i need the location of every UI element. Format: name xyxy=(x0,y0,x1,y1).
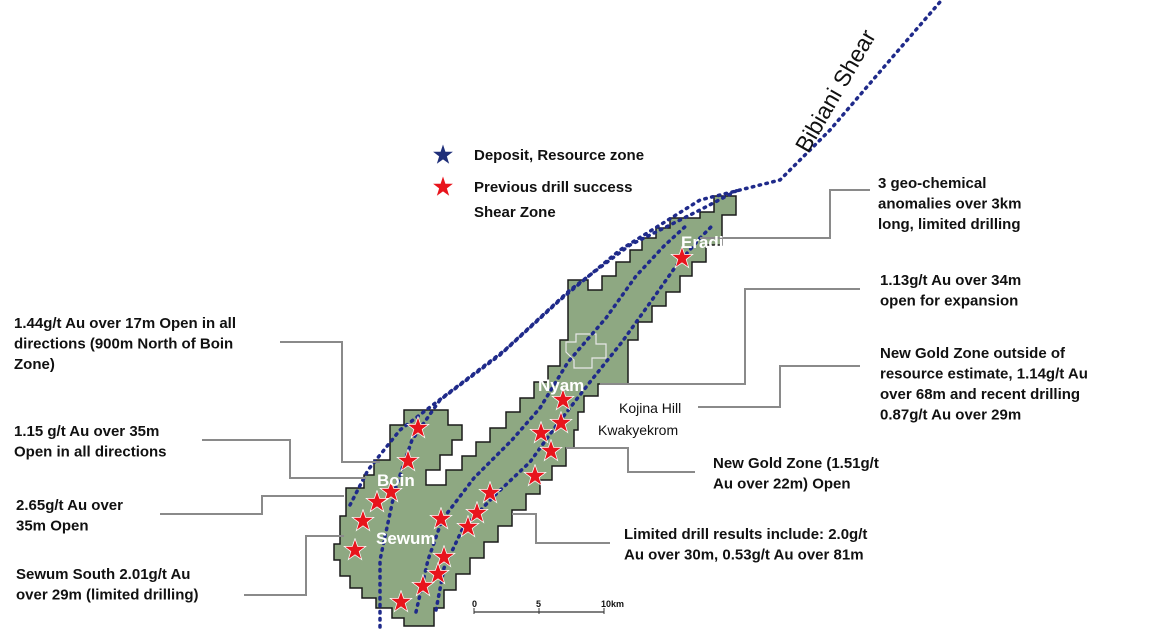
annotation-line: 35m Open xyxy=(16,518,89,535)
place-label-eradi: Eradi xyxy=(681,233,724,252)
legend-drill-star-icon xyxy=(433,176,453,196)
annotations: 3 geo-chemical anomalies over 3km long, li… xyxy=(14,175,1088,604)
annotation-sewum-south: Sewum South 2.01g/t Au over 29m (limited … xyxy=(16,566,199,604)
annotation-north-boin: 1.44g/t Au over 17m Open in all direction… xyxy=(14,315,236,373)
scale-bar-label-10km: 10km xyxy=(601,599,624,609)
scale-bar-label-0: 0 xyxy=(472,599,477,609)
annotation-line: New Gold Zone outside of xyxy=(880,345,1066,362)
town-label-kojina-hill: Kojina Hill xyxy=(619,400,681,416)
annotation-limited-drill: Limited drill results include: 2.0g/t Au … xyxy=(624,526,867,564)
leader-boin-open xyxy=(160,495,344,515)
annotation-line: over 68m and recent drilling xyxy=(880,386,1080,403)
place-label-nyam: Nyam xyxy=(538,376,584,395)
annotation-line: Limited drill results include: 2.0g/t xyxy=(624,526,867,543)
leader-nyam-expansion xyxy=(600,288,860,385)
annotation-line: 2.65g/t Au over xyxy=(16,497,123,514)
annotation-new-gold-zone-outside: New Gold Zone outside of resource estimat… xyxy=(880,345,1088,424)
bibiani-shear-label: Bibiani Shear xyxy=(790,25,881,157)
annotation-line: anomalies over 3km xyxy=(878,196,1021,213)
legend-drill-label: Previous drill success xyxy=(474,179,632,196)
annotation-line: open for expansion xyxy=(880,293,1018,310)
annotation-line: 3 geo-chemical xyxy=(878,175,986,192)
annotation-new-gold-zone: New Gold Zone (1.51g/t Au over 22m) Open xyxy=(713,455,879,493)
annotation-eradi: 3 geo-chemical anomalies over 3km long, li… xyxy=(878,175,1021,233)
annotation-line: Au over 22m) Open xyxy=(713,476,851,493)
annotation-line: Au over 30m, 0.53g/t Au over 81m xyxy=(624,547,864,564)
west-shear-line xyxy=(348,188,740,507)
annotation-line: New Gold Zone (1.51g/t xyxy=(713,455,879,472)
leader-eradi xyxy=(700,189,870,239)
annotation-boin-open: 2.65g/t Au over 35m Open xyxy=(16,497,123,535)
place-label-boin: Boin xyxy=(377,471,415,490)
annotation-line: over 29m (limited drilling) xyxy=(16,587,199,604)
leader-new-gold-outside xyxy=(698,365,860,408)
leader-new-gold-zone xyxy=(566,447,695,473)
town-label-kwakyekrom: Kwakyekrom xyxy=(598,422,678,438)
annotation-line: 1.15 g/t Au over 35m xyxy=(14,423,159,440)
annotation-nyam-expansion: 1.13g/t Au over 34m open for expansion xyxy=(880,272,1021,310)
scale-bar-label-5: 5 xyxy=(536,599,541,609)
legend: Deposit, Resource zone Previous drill su… xyxy=(433,144,644,221)
legend-shear-label: Shear Zone xyxy=(474,204,556,221)
annotation-line: Open in all directions xyxy=(14,444,167,461)
leader-sewum-south xyxy=(244,535,344,596)
leader-limited-drill xyxy=(512,513,610,544)
scale-bar: 0 5 10km xyxy=(472,599,624,614)
annotation-line: long, limited drilling xyxy=(878,216,1021,233)
nyam-resource-outline xyxy=(565,333,607,369)
annotation-line: 1.13g/t Au over 34m xyxy=(880,272,1021,289)
inner-shear-line-a xyxy=(414,222,690,614)
annotation-line: Zone) xyxy=(14,356,55,373)
legend-deposit-label: Deposit, Resource zone xyxy=(474,147,644,164)
legend-deposit-star-icon xyxy=(433,144,453,164)
annotation-line: 0.87g/t Au over 29m xyxy=(880,407,1021,424)
annotation-line: Sewum South 2.01g/t Au xyxy=(16,566,190,583)
leader-lines xyxy=(160,189,870,596)
leader-open-all xyxy=(202,439,366,479)
annotation-line: directions (900m North of Boin xyxy=(14,336,233,353)
leader-north-boin xyxy=(280,341,380,463)
annotation-line: 1.44g/t Au over 17m Open in all xyxy=(14,315,236,332)
annotation-line: resource estimate, 1.14g/t Au xyxy=(880,366,1088,383)
inner-shear-line-b xyxy=(434,224,714,612)
place-label-sewum: Sewum xyxy=(376,529,436,548)
